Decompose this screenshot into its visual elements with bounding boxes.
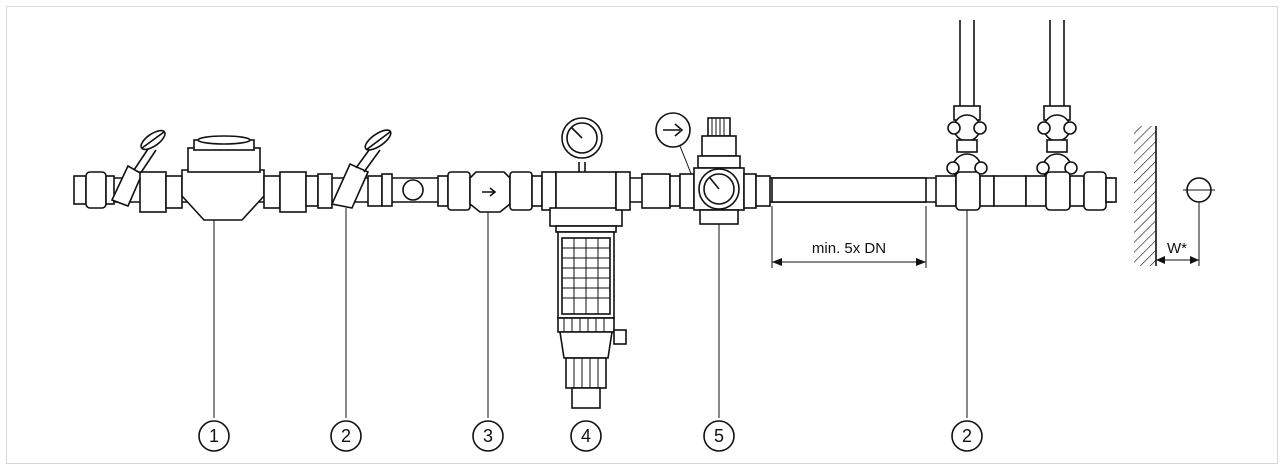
tee-fitting: [381, 173, 424, 207]
callout-2-first: 2: [330, 420, 362, 452]
riser-valve-right: [1025, 20, 1085, 211]
callout-number: 3: [483, 426, 493, 446]
callout-1: 1: [198, 420, 230, 452]
filter-unit: [541, 117, 631, 409]
calming-section: [771, 177, 927, 203]
callout-number: 2: [341, 426, 351, 446]
callout-number: 4: [581, 426, 591, 446]
dimension-line: [771, 206, 927, 268]
callout-number: 1: [209, 426, 219, 446]
wall: [1134, 126, 1157, 266]
pipe-cross-section: [1183, 177, 1215, 266]
pressure-reducer: [641, 112, 771, 418]
wall-distance-dimension: [1156, 256, 1199, 264]
callout-4: 4: [570, 420, 602, 452]
diagram-frame: [6, 6, 1278, 464]
backflow-preventer: [437, 171, 543, 418]
wall-distance-label: W*: [1167, 240, 1187, 257]
callout-2-second: 2: [951, 420, 983, 452]
water-meter: [139, 135, 319, 418]
stop-valve-1: [317, 129, 392, 418]
callout-number: 2: [962, 426, 972, 446]
inlet-stop-valve: [110, 129, 166, 208]
callout-5: 5: [703, 420, 735, 452]
dimension-label: min. 5x DN: [812, 240, 886, 257]
callout-3: 3: [472, 420, 504, 452]
filter-mesh: [562, 238, 610, 314]
inlet-fitting: [73, 171, 115, 209]
callout-number: 5: [714, 426, 724, 446]
outlet-fitting: [1083, 171, 1117, 211]
riser-valve-left: [935, 20, 1027, 418]
